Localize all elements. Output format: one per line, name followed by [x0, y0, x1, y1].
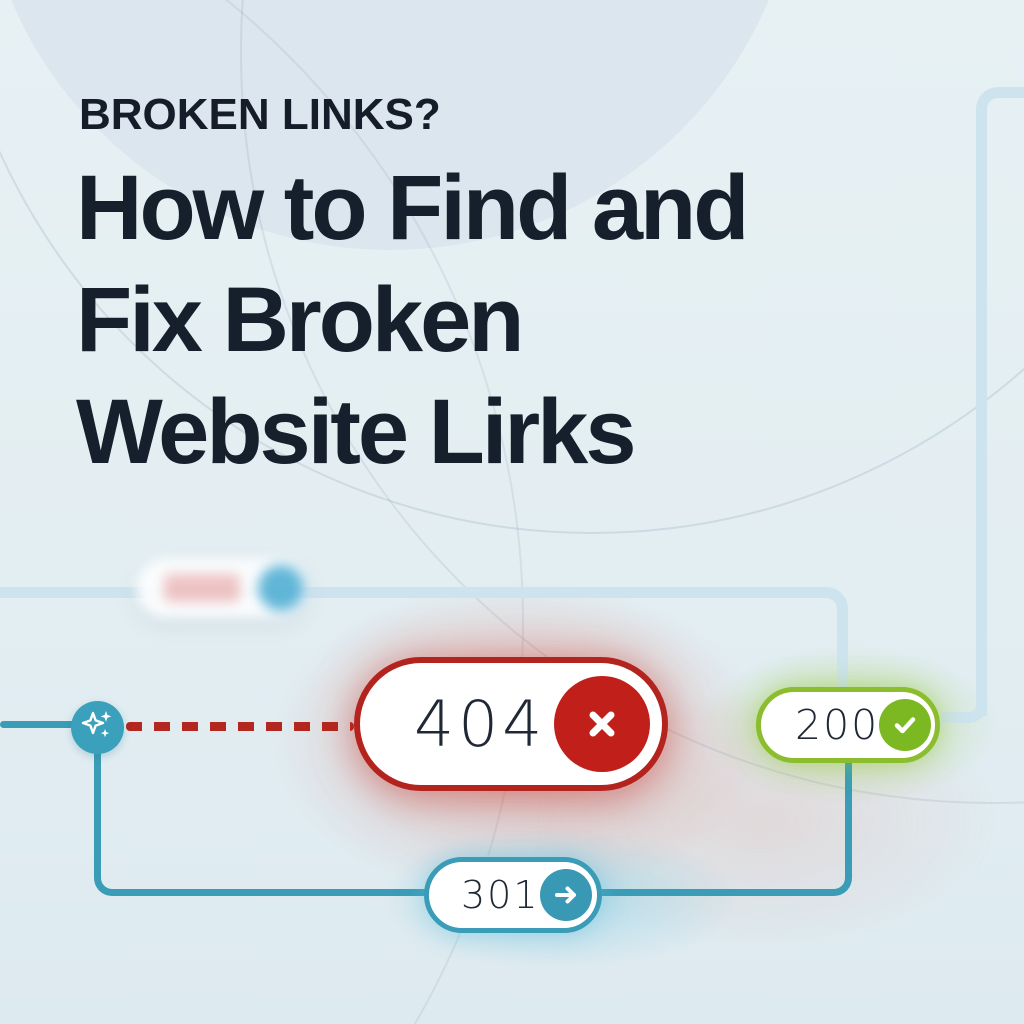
source-node [71, 701, 124, 754]
pipe-top-left-to-200 [0, 587, 848, 688]
check-icon [879, 699, 932, 751]
kicker-text: BROKEN LINKS? [79, 90, 441, 139]
status-pill-301: 301 [424, 857, 602, 933]
teal-line-left-to-node [0, 721, 78, 728]
title-line-2: Fix Broken [76, 269, 524, 371]
blurred-blue-dot [258, 565, 304, 611]
x-icon [554, 676, 650, 772]
dashed-red-line-node-to-404 [126, 722, 354, 731]
status-code-301: 301 [461, 873, 540, 917]
pipe-top-right-down [976, 87, 1024, 716]
title-line-3: Website Lirks [76, 381, 637, 483]
title-line-1: How to Find and [76, 157, 749, 259]
teal-line-node-to-301 [94, 748, 439, 896]
arrow-right-icon [539, 869, 592, 921]
status-code-404: 404 [414, 687, 547, 761]
sparkles-icon [81, 708, 115, 747]
teal-line-301-to-200 [595, 762, 852, 896]
status-pill-200: 200 [756, 687, 940, 763]
status-code-200: 200 [795, 701, 880, 749]
blurred-pink-label [164, 574, 240, 602]
page-title: How to Find and Fix Broken Website Lirks [76, 152, 749, 488]
blurred-pill [136, 558, 308, 618]
status-pill-404: 404 [354, 657, 668, 791]
pipe-right-to-200 [941, 640, 987, 723]
